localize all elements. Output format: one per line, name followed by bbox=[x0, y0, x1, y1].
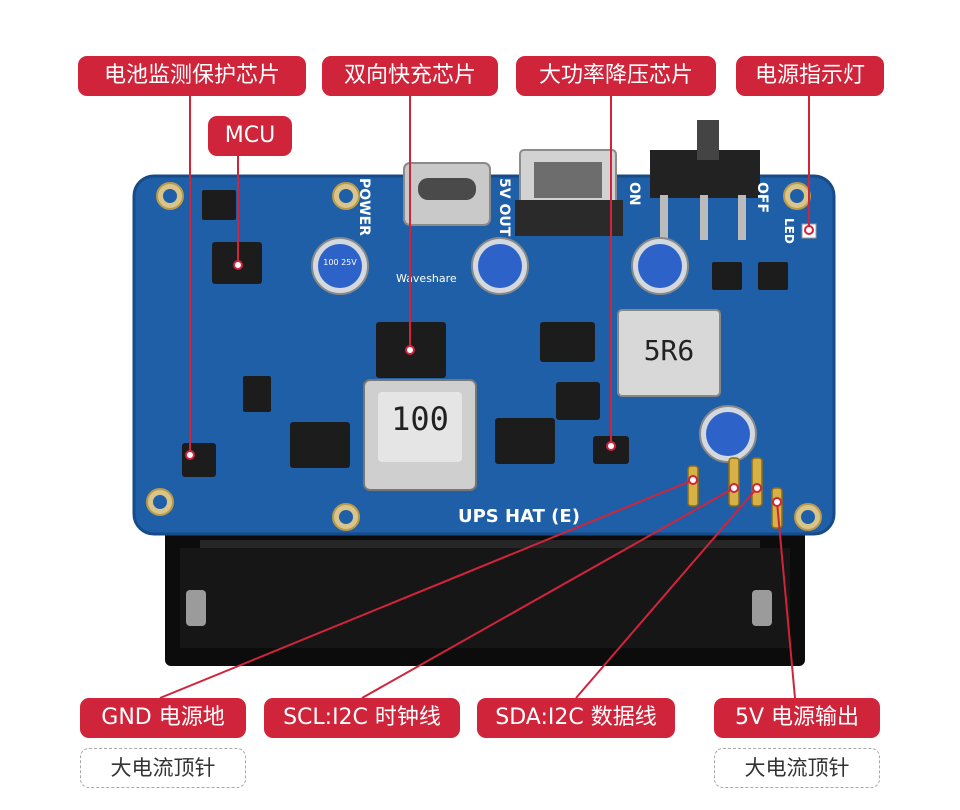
label-bidirectional-charger-chip: 双向快充芯片 bbox=[322, 56, 498, 96]
inductor-small-marking: 5R6 bbox=[643, 334, 695, 367]
board-name: UPS HAT (E) bbox=[458, 506, 580, 527]
power-switch bbox=[650, 120, 760, 240]
label-gnd-pin: GND 电源地 bbox=[80, 698, 246, 738]
usb-a-port bbox=[515, 149, 623, 236]
label-scl-pin: SCL:I2C 时钟线 bbox=[264, 698, 460, 738]
brand-logo-text: Waveshare bbox=[396, 272, 457, 285]
inductor-big-marking: 100 bbox=[391, 400, 449, 438]
label-mcu: MCU bbox=[208, 116, 292, 156]
label-buck-converter-chip: 大功率降压芯片 bbox=[516, 56, 716, 96]
chips bbox=[182, 190, 788, 477]
note-gnd-high-current-pin: 大电流顶针 bbox=[80, 748, 246, 788]
label-5v-pin: 5V 电源输出 bbox=[714, 698, 880, 738]
inductors bbox=[363, 309, 721, 491]
capacitor-marking: 100 25V bbox=[323, 258, 357, 267]
usb-c-port bbox=[403, 162, 491, 226]
label-sda-pin: SDA:I2C 数据线 bbox=[477, 698, 675, 738]
note-5v-high-current-pin: 大电流顶针 bbox=[714, 748, 880, 788]
label-battery-monitor-chip: 电池监测保护芯片 bbox=[78, 56, 306, 96]
capacitors bbox=[311, 237, 757, 463]
label-power-led: 电源指示灯 bbox=[736, 56, 884, 96]
